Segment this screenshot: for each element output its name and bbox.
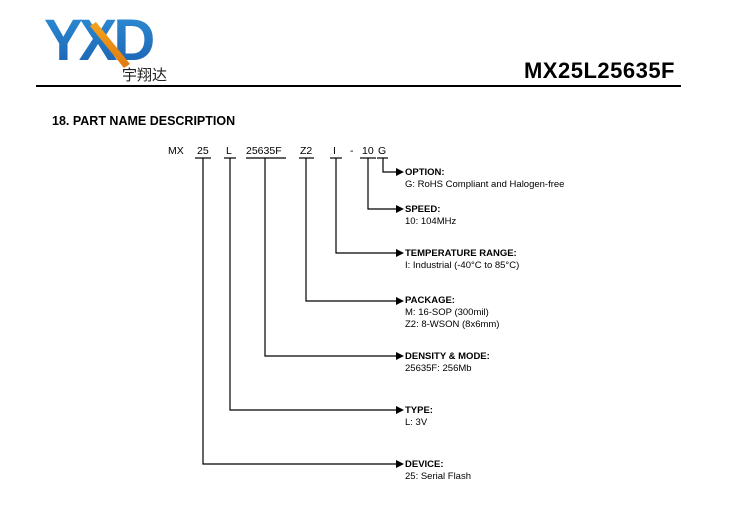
connector-option xyxy=(382,158,396,173)
code-segment-device: 25 xyxy=(197,145,209,157)
field-line: Z2: 8-WSON (8x6mm) xyxy=(405,319,500,330)
field-title: DEVICE: xyxy=(405,459,444,470)
field-title: SPEED: xyxy=(405,204,441,215)
field-line: 10: 104MHz xyxy=(405,216,457,227)
arrow-speed-icon xyxy=(396,205,404,213)
logo-swoosh-icon xyxy=(90,22,130,68)
logo-chinese: 宇翔达 xyxy=(122,66,167,84)
field-temperature: TEMPERATURE RANGE: I: Industrial (-40°C … xyxy=(405,248,519,272)
code-segment-mx: MX xyxy=(168,145,184,157)
field-line: 25635F: 256Mb xyxy=(405,363,472,374)
code-segment-type: L xyxy=(226,145,232,157)
connector-speed xyxy=(367,158,396,210)
field-title: TYPE: xyxy=(405,405,433,416)
code-segment-package: Z2 xyxy=(300,145,313,157)
field-speed: SPEED: 10: 104MHz xyxy=(405,204,456,228)
product-name: MX25L25635F xyxy=(523,58,675,83)
arrow-density-icon xyxy=(396,352,404,360)
section-heading: 18. PART NAME DESCRIPTION xyxy=(52,114,236,128)
code-segment-density: 25635F xyxy=(246,145,282,157)
connector-device xyxy=(202,158,396,465)
arrow-option-icon xyxy=(396,168,404,176)
field-title: DENSITY & MODE: xyxy=(405,351,490,362)
field-line: L: 3V xyxy=(405,417,428,428)
connector-package xyxy=(305,158,396,302)
field-density: DENSITY & MODE: 25635F: 256Mb xyxy=(405,351,490,375)
field-line: G: RoHS Compliant and Halogen-free xyxy=(405,179,565,190)
code-segment-temperature: I xyxy=(333,145,336,157)
logo-letters: YXD xyxy=(44,8,153,73)
field-line: M: 16-SOP (300mil) xyxy=(405,307,489,318)
connector-density xyxy=(264,158,396,357)
code-segment-option: G xyxy=(378,145,387,157)
field-package: PACKAGE: M: 16-SOP (300mil) Z2: 8-WSON (… xyxy=(405,295,499,331)
field-type: TYPE: L: 3V xyxy=(405,405,433,429)
company-logo: YXD 宇翔达 xyxy=(38,4,196,86)
connector-temperature xyxy=(335,158,396,254)
field-title: PACKAGE: xyxy=(405,295,455,306)
arrow-temperature-icon xyxy=(396,249,404,257)
field-title: OPTION: xyxy=(405,167,445,178)
code-segment-speed: 10 xyxy=(362,145,374,157)
arrow-device-icon xyxy=(396,460,404,468)
arrow-package-icon xyxy=(396,297,404,305)
field-line: 25: Serial Flash xyxy=(405,471,472,482)
header-rule xyxy=(36,85,681,87)
field-device: DEVICE: 25: Serial Flash xyxy=(405,459,471,483)
code-segment-dash: - xyxy=(350,145,354,157)
field-line: I: Industrial (-40°C to 85°C) xyxy=(405,260,520,271)
field-title: TEMPERATURE RANGE: xyxy=(405,248,517,259)
logo-graphic: YXD 宇翔达 xyxy=(44,8,167,84)
arrow-type-icon xyxy=(396,406,404,414)
connector-type xyxy=(229,158,396,411)
field-option: OPTION: G: RoHS Compliant and Halogen-fr… xyxy=(405,167,564,191)
